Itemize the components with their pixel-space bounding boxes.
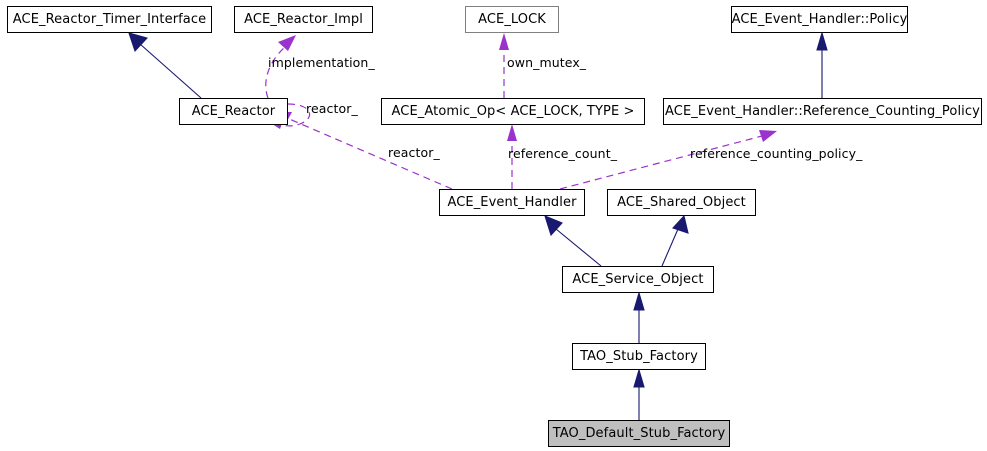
edge-serviceobject-to-sharedobject (661, 214, 689, 267)
edge-atomicop-to-acelock (499, 33, 509, 98)
class-node-ace-lock[interactable]: ACE_LOCK (465, 6, 559, 33)
class-node-ace-service-object[interactable]: ACE_Service_Object (562, 266, 714, 293)
class-node-label: TAO_Default_Stub_Factory (552, 426, 726, 441)
class-node-label: ACE_Reactor (191, 104, 276, 119)
class-node-ace-event-handler-reference-counting-policy[interactable]: ACE_Event_Handler::Reference_Counting_Po… (663, 98, 982, 125)
class-node-label: ACE_Service_Object (572, 272, 704, 287)
class-node-ace-reactor[interactable]: ACE_Reactor (179, 98, 288, 125)
edge-label-implementation: implementation_ (268, 55, 375, 70)
class-node-tao-stub-factory[interactable]: TAO_Stub_Factory (572, 343, 706, 370)
edge-label-reference-counting-policy: reference_counting_policy_ (690, 146, 863, 161)
class-node-label: ACE_Event_Handler::Reference_Counting_Po… (665, 104, 980, 119)
edge-label-reference-count: reference_count_ (508, 146, 618, 161)
class-node-ace-event-handler-policy[interactable]: ACE_Event_Handler::Policy (731, 6, 908, 33)
class-node-label: ACE_Event_Handler (447, 195, 577, 210)
edge-refcountpolicy-to-policy (816, 31, 828, 98)
edge-label-own-mutex: own_mutex_ (507, 55, 587, 70)
class-node-ace-atomic-op[interactable]: ACE_Atomic_Op< ACE_LOCK, TYPE > (381, 98, 645, 125)
edge-label-reactor-event-handler: reactor_ (388, 145, 440, 160)
edge-serviceobject-to-eventhandler (544, 215, 602, 267)
class-node-ace-reactor-timer-interface[interactable]: ACE_Reactor_Timer_Interface (7, 6, 212, 33)
class-node-ace-reactor-impl[interactable]: ACE_Reactor_Impl (234, 6, 373, 33)
class-node-ace-shared-object[interactable]: ACE_Shared_Object (607, 189, 756, 216)
edge-reactor-to-reactorimpl (265, 35, 296, 99)
class-node-label: ACE_Reactor_Timer_Interface (12, 12, 207, 27)
class-node-label: ACE_Shared_Object (617, 195, 746, 210)
class-node-label: ACE_LOCK (478, 12, 546, 27)
edge-label-reactor-self: reactor_ (306, 101, 358, 116)
class-node-label: ACE_Atomic_Op< ACE_LOCK, TYPE > (391, 104, 635, 119)
class-node-ace-event-handler[interactable]: ACE_Event_Handler (439, 189, 585, 216)
edge-defaultstubfactory-to-stubfactory (633, 368, 645, 420)
edge-eventhandler-to-refcountpolicy (559, 130, 777, 190)
edge-stubfactory-to-serviceobject (633, 291, 645, 343)
class-node-label: TAO_Stub_Factory (580, 349, 698, 364)
inheritance-edges (128, 31, 828, 420)
edge-eventhandler-to-atomicop (507, 124, 517, 189)
class-node-label: ACE_Reactor_Impl (244, 12, 363, 27)
class-node-label: ACE_Event_Handler::Policy (731, 12, 908, 27)
edge-reactor-to-timer-interface (128, 32, 202, 99)
class-node-tao-default-stub-factory[interactable]: TAO_Default_Stub_Factory (548, 420, 730, 447)
